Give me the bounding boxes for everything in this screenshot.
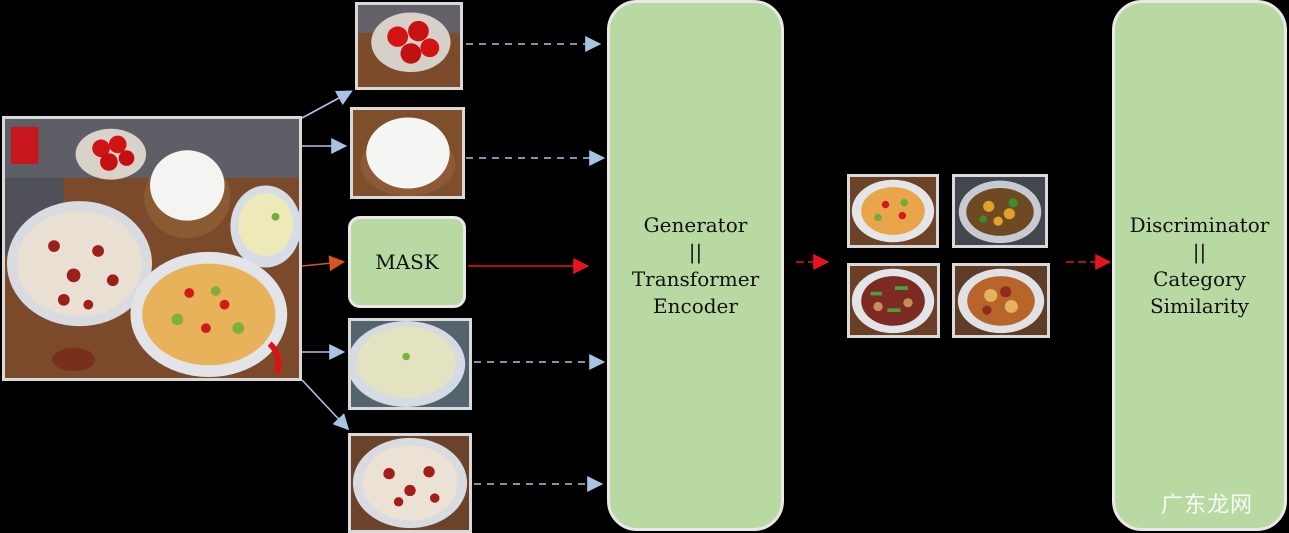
discriminator-box: Discriminator || Category Similarity (1112, 0, 1287, 531)
tomato-tile (355, 2, 463, 90)
output-dish-2 (952, 174, 1048, 248)
arrow-to-fish (301, 379, 350, 431)
output-dish-3 (847, 263, 940, 338)
rice-tile (350, 107, 465, 199)
generator-label-2: || (688, 239, 703, 264)
arrow-to-tomato (301, 90, 353, 119)
brand-logo (10, 126, 39, 164)
output-dish-4 (952, 263, 1050, 338)
arrow-to-mask (301, 255, 346, 272)
generator-label-3: Transformer (631, 266, 760, 291)
generator-label-4: Encoder (653, 293, 738, 318)
main-meal-photo (2, 116, 302, 381)
discriminator-label-1: Discriminator (1129, 212, 1270, 237)
generator-box: Generator || Transformer Encoder (607, 0, 784, 531)
discriminator-label-2: || (1192, 239, 1207, 264)
soup-tile (348, 318, 472, 410)
discriminator-label-3: Category (1153, 266, 1246, 291)
watermark: 广东龙网 (1160, 493, 1253, 518)
fish-dish-tile (348, 433, 472, 533)
discriminator-label-4: Similarity (1149, 293, 1250, 318)
mask-box: MASK (348, 216, 466, 308)
output-dish-1 (847, 174, 939, 248)
generator-label-1: Generator (643, 212, 748, 237)
mask-label: MASK (375, 249, 439, 274)
